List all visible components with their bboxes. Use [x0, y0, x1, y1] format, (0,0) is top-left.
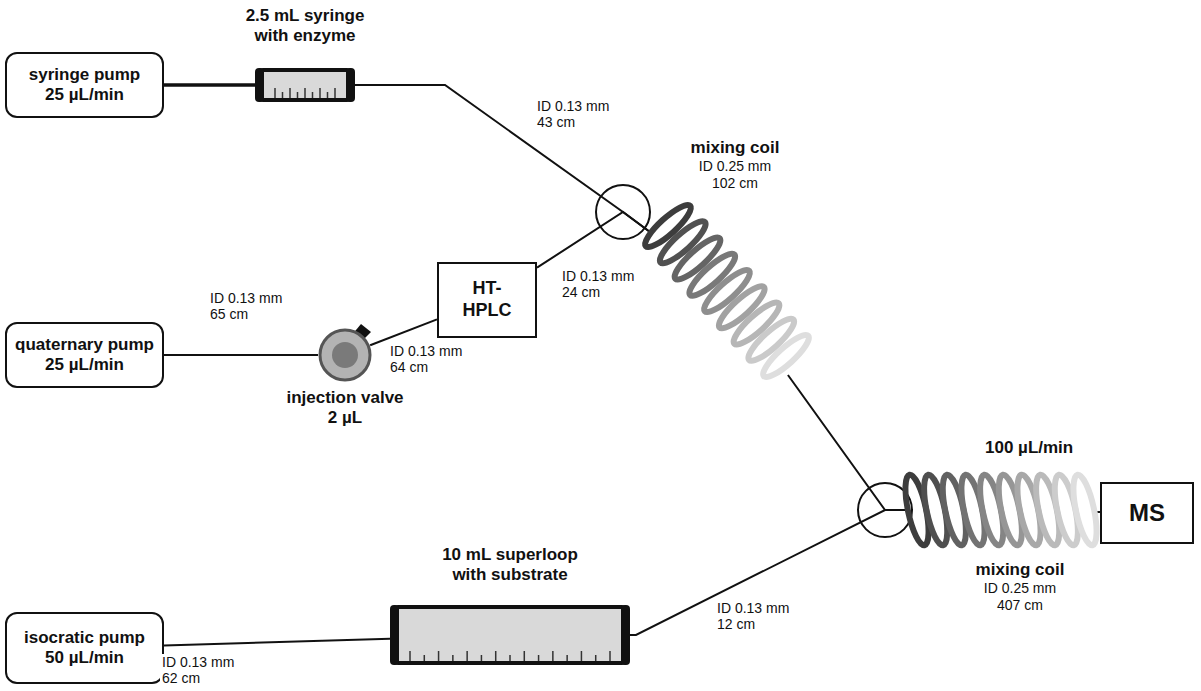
tubing-label: ID 0.13 mm 24 cm	[560, 268, 654, 300]
flow-rate-label: 100 µL/min	[985, 438, 1073, 458]
tubing-line	[164, 354, 318, 356]
tubing-line	[164, 639, 390, 646]
ms-box: MS	[1100, 482, 1194, 544]
tubing-line	[355, 85, 650, 232]
node-text: 25 µL/min	[45, 85, 124, 105]
scale-tick	[327, 92, 329, 98]
node-text: ID 0.25 mm 407 cm	[976, 580, 1065, 614]
node-label: injection valve2 µL	[286, 388, 403, 429]
scale-tick	[424, 655, 426, 661]
vessel-body	[257, 70, 353, 100]
node-label: mixing coilID 0.25 mm 102 cm	[691, 138, 780, 192]
mixing-coil-outline	[905, 468, 1097, 552]
pump-box: isocratic pump50 µL/min	[5, 612, 164, 684]
tubing-line	[370, 319, 437, 345]
mixing-coil: mixing coilID 0.25 mm 407 cm	[905, 468, 1097, 552]
syringe-vessel: 2.5 mL syringewith enzyme	[255, 68, 355, 102]
node-label: 10 mL superloopwith substrate	[442, 545, 578, 586]
node-label: mixing coilID 0.25 mm 407 cm	[976, 560, 1065, 614]
scale-tick	[566, 655, 568, 661]
syringe-vessel-outline	[255, 68, 355, 102]
vessel-cap	[346, 68, 355, 102]
scale-tick	[495, 651, 497, 661]
tubing-line	[164, 83, 255, 87]
scale-tick	[297, 92, 299, 98]
vessel-cap	[255, 68, 264, 102]
scale-tick	[609, 651, 611, 661]
node-text: with substrate	[442, 565, 578, 585]
scale-tick	[289, 88, 291, 98]
scale-tick	[595, 655, 597, 661]
node-text: 25 µL/min	[45, 355, 124, 375]
scale-tick	[312, 92, 314, 98]
scale-tick	[438, 651, 440, 661]
scale-tick	[466, 651, 468, 661]
pump-box: quaternary pump25 µL/min	[5, 322, 164, 388]
node-text: 2.5 mL syringe	[246, 6, 365, 26]
mixing-coil-outline	[650, 200, 800, 375]
tubing-label: ID 0.13 mm 64 cm	[388, 343, 482, 375]
scale-tick	[319, 88, 321, 98]
scale-tick	[282, 92, 284, 98]
scale-tick	[274, 88, 276, 98]
scale-tick	[304, 88, 306, 98]
scale-tick	[409, 651, 411, 661]
tubing-label: ID 0.13 mm 62 cm	[160, 654, 254, 686]
node-text: injection valve	[286, 388, 403, 408]
coil-winding	[1069, 473, 1102, 547]
hplc-box: HT-HPLC	[437, 262, 537, 338]
node-text: ID 0.25 mm 102 cm	[691, 158, 780, 192]
mixing-tee	[596, 185, 650, 239]
valve-body	[320, 330, 370, 380]
scale-tick	[334, 88, 336, 98]
node-text: MS	[1129, 499, 1165, 528]
valve-rotor	[332, 342, 358, 368]
injection-valve-outline	[318, 328, 372, 382]
tubing-label: ID 0.13 mm 43 cm	[535, 98, 629, 130]
injection-valve: injection valve2 µL	[318, 328, 372, 382]
tubing-label: ID 0.13 mm 12 cm	[715, 600, 809, 632]
tubing-label: ID 0.13 mm 65 cm	[208, 290, 302, 322]
node-text: with enzyme	[246, 26, 365, 46]
tubing-line	[788, 375, 905, 510]
node-text: HT-HPLC	[461, 278, 513, 321]
scale-tick	[509, 655, 511, 661]
coil-winding	[758, 330, 813, 382]
scale-tick	[581, 651, 583, 661]
node-text: syringe pump	[29, 65, 140, 85]
scale-tick	[524, 651, 526, 661]
node-text: isocratic pump	[24, 628, 145, 648]
node-text: quaternary pump	[15, 335, 154, 355]
superloop-vessel: 10 mL superloopwith substrate	[390, 605, 630, 665]
node-label: 2.5 mL syringewith enzyme	[246, 6, 365, 47]
scale-tick	[552, 651, 554, 661]
scale-tick	[481, 655, 483, 661]
scale-tick	[452, 655, 454, 661]
node-text: mixing coil	[691, 138, 780, 158]
superloop-vessel-outline	[390, 605, 630, 665]
vessel-cap	[621, 605, 630, 665]
vessel-body	[392, 607, 628, 663]
node-text: mixing coil	[976, 560, 1065, 580]
tubing-line	[537, 212, 650, 268]
node-text: 10 mL superloop	[442, 545, 578, 565]
tubing-line	[630, 510, 905, 635]
mixing-coil: mixing coilID 0.25 mm 102 cm	[650, 200, 800, 375]
vessel-cap	[390, 605, 399, 665]
scale-tick	[538, 655, 540, 661]
node-text: 50 µL/min	[45, 648, 124, 668]
pump-box: syringe pump25 µL/min	[5, 52, 164, 118]
node-text: 2 µL	[286, 408, 403, 428]
